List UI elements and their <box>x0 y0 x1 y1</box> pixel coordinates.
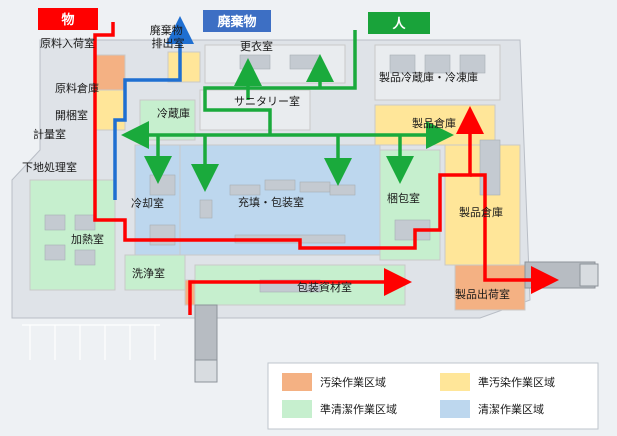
label-product-warehouse-2: 製品倉庫 <box>459 205 503 219</box>
label-cold-storage: 冷蔵庫 <box>157 106 190 120</box>
label-waste-out-line1: 廃棄物 <box>150 23 183 37</box>
truck-bottom <box>195 305 217 382</box>
label-sanitary: サニタリー室 <box>234 94 300 108</box>
zone-waste-room <box>168 52 200 82</box>
legend-swatch-0 <box>282 373 312 391</box>
flow-headers: 物 廃棄物 人 <box>38 8 430 34</box>
zone-raw-receiving <box>95 55 125 90</box>
label-product-cold-frozen: 製品冷蔵庫・冷凍庫 <box>379 70 478 84</box>
label-locker: 更衣室 <box>240 39 273 53</box>
goods-header-label: 物 <box>61 12 74 28</box>
label-raw-storage: 原料倉庫 <box>55 81 99 95</box>
label-waste-out-line2: 排出室 <box>152 36 185 50</box>
label-cooling: 冷却室 <box>131 196 164 210</box>
label-waste-out: 廃棄物 排出室 <box>150 23 187 50</box>
legend-label-1: 準汚染作業区域 <box>478 375 555 389</box>
zone-locker <box>205 45 345 83</box>
label-product-shipping: 製品出荷室 <box>455 287 510 301</box>
legend-label-2: 準清潔作業区域 <box>320 402 397 416</box>
legend-label-3: 清潔作業区域 <box>478 402 544 416</box>
truck-right <box>525 262 598 288</box>
legend: 汚染作業区域 準汚染作業区域 準清潔作業区域 清潔作業区域 <box>268 363 598 429</box>
legend-label-0: 汚染作業区域 <box>320 375 386 389</box>
waste-header-label: 廃棄物 <box>216 14 256 30</box>
legend-swatch-3 <box>440 400 470 418</box>
label-raw-receiving: 原料入荷室 <box>40 36 95 50</box>
legend-swatch-1 <box>440 373 470 391</box>
zone-raw-storage <box>95 90 125 130</box>
zone-boxing <box>380 150 440 260</box>
label-packaging-materials: 包装資材室 <box>297 280 352 294</box>
legend-box <box>268 363 598 429</box>
label-washing: 洗浄室 <box>132 266 165 280</box>
label-pretreatment: 下地処理室 <box>22 160 77 174</box>
label-filling-packing: 充填・包装室 <box>238 195 304 209</box>
label-boxing: 梱包室 <box>387 191 420 205</box>
legend-swatch-2 <box>282 400 312 418</box>
label-product-warehouse-1: 製品倉庫 <box>412 116 456 130</box>
label-unpacking: 開梱室 <box>55 108 88 122</box>
label-weighing: 計量室 <box>33 127 66 141</box>
label-heating: 加熱室 <box>71 232 104 246</box>
people-header-label: 人 <box>392 16 406 32</box>
parking-lines <box>22 325 160 360</box>
